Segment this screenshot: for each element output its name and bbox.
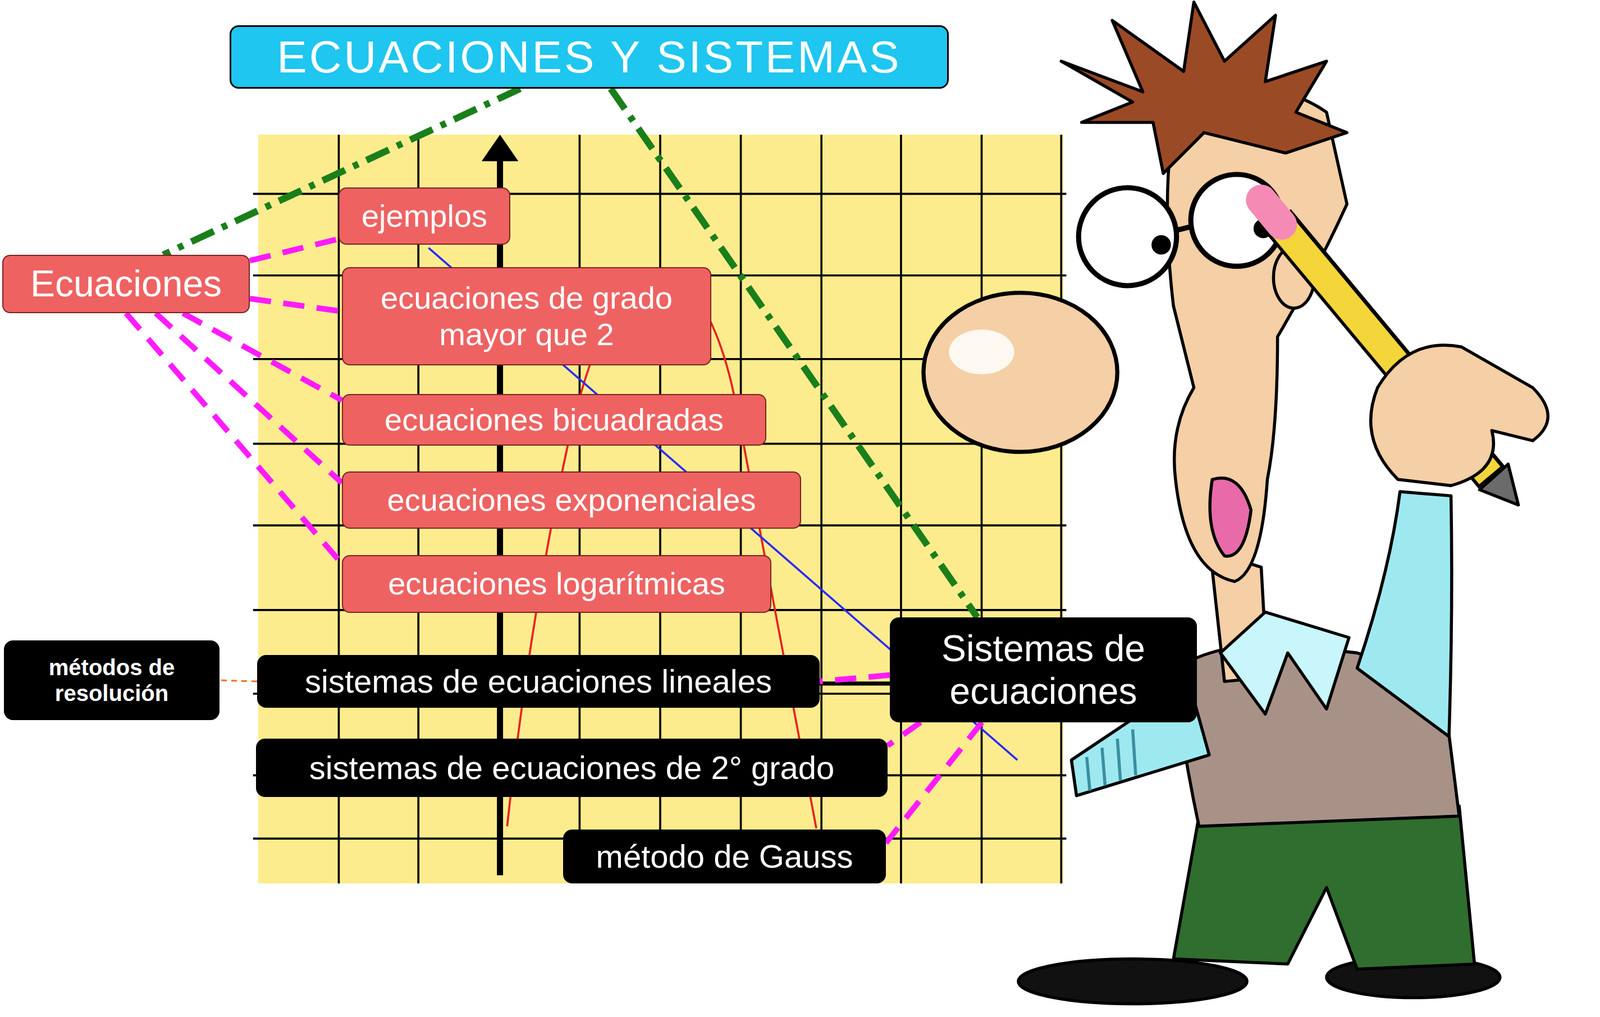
cuff-stripes	[1086, 757, 1090, 792]
method-box: métodos de resolución	[3, 640, 220, 721]
subtopic-box: ecuaciones exponenciales	[341, 471, 802, 529]
subtopic-box: ecuaciones logarítmicas	[341, 555, 772, 614]
grid-lines	[253, 134, 1067, 884]
box-text: sistemas de ecuaciones lineales	[304, 663, 772, 701]
hair	[1061, 2, 1347, 174]
glasses-lens	[1078, 187, 1177, 286]
glasses-lens	[1190, 174, 1283, 267]
hand	[1370, 345, 1549, 486]
box-text: sistemas de ecuaciones de 2° grado	[309, 749, 835, 788]
connector-line	[163, 88, 521, 255]
trousers	[1173, 806, 1475, 970]
subtopic-box: método de Gauss	[563, 829, 886, 884]
glasses-bridge	[1175, 226, 1192, 231]
cuff-stripes	[1102, 747, 1105, 786]
box-text: ecuaciones logarítmicas	[387, 565, 726, 602]
shoe	[1018, 959, 1247, 1005]
graph-paper	[253, 134, 1067, 884]
pupil	[1153, 236, 1170, 254]
subtopic-box: sistemas de ecuaciones lineales	[257, 655, 820, 708]
connector-line	[249, 239, 339, 262]
connector-line	[249, 298, 342, 312]
subtopic-box: sistemas de ecuaciones de 2° grado	[256, 738, 888, 798]
black-rule	[819, 681, 890, 686]
box-text: Ecuaciones	[30, 262, 222, 306]
cuff-stripes	[1117, 738, 1120, 781]
connector-line	[183, 313, 342, 401]
face	[1167, 89, 1347, 582]
pencil-tip	[1479, 464, 1519, 506]
subtopic-box: ecuaciones bicuadradas	[341, 394, 767, 446]
collar	[1220, 612, 1350, 715]
box-text: método de Gauss	[596, 838, 854, 876]
connector-line	[819, 675, 890, 682]
eraser	[1261, 199, 1282, 225]
box-text: ecuaciones exponenciales	[387, 482, 757, 519]
box-text: ecuaciones de grado mayor que 2	[355, 280, 698, 353]
subtopic-box: ejemplos	[338, 187, 511, 245]
nose-highlight	[948, 329, 1014, 375]
box-text: ECUACIONES Y SISTEMAS	[276, 31, 902, 84]
subtopic-box: ecuaciones de grado mayor que 2	[341, 267, 712, 366]
grid-lines	[980, 134, 984, 884]
cuff-stripes	[1086, 729, 1136, 792]
connector-line	[126, 313, 343, 564]
tongue	[1209, 478, 1251, 557]
topic-box: Sistemas de ecuaciones	[889, 617, 1197, 723]
connector-line	[887, 722, 921, 746]
thinking-man	[923, 2, 1548, 1005]
connector-line	[885, 722, 982, 844]
connector-line	[219, 680, 258, 682]
box-text: ejemplos	[361, 198, 488, 235]
axis-arrowhead	[481, 134, 519, 162]
grid-lines	[1059, 134, 1063, 884]
box-text: métodos de resolución	[16, 654, 208, 707]
cuff-stripes	[1132, 729, 1136, 776]
topic-box: Ecuaciones	[2, 254, 250, 314]
box-text: ecuaciones bicuadradas	[384, 401, 724, 438]
nose	[923, 293, 1118, 453]
box-text: Sistemas de ecuaciones	[902, 627, 1185, 713]
paper-ground	[258, 134, 1064, 884]
title-box: ECUACIONES Y SISTEMAS	[229, 25, 949, 89]
sleeve	[1356, 491, 1452, 737]
grid-lines	[899, 134, 903, 884]
